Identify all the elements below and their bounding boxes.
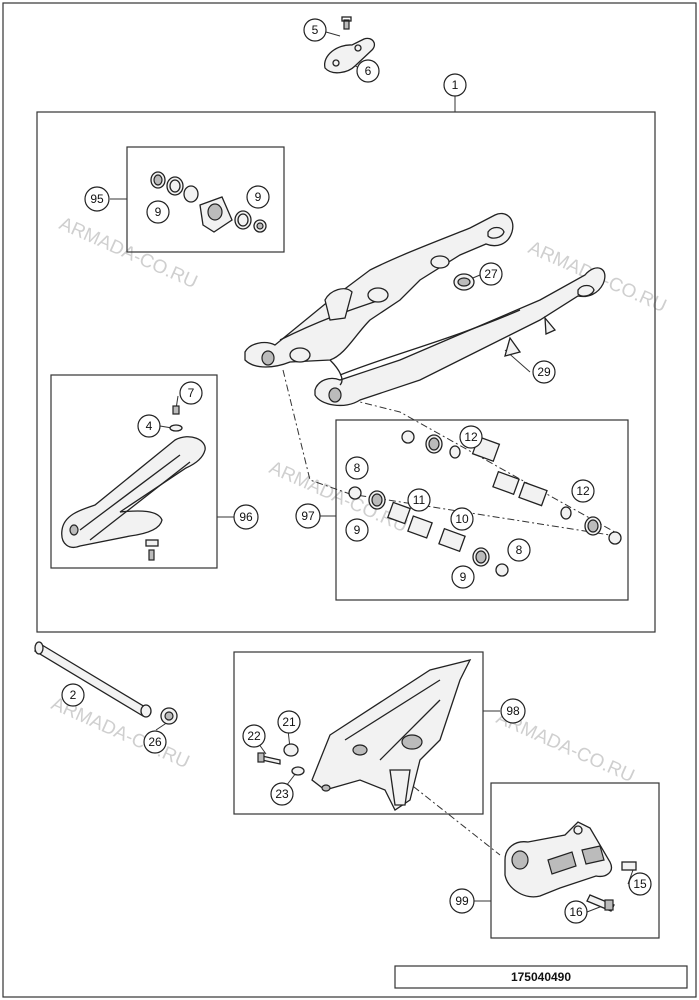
swingarm-group-frame: [36, 111, 656, 633]
callout: 29: [532, 360, 556, 384]
watermark: ARMADA-CO.RU: [266, 457, 411, 537]
callout: 98: [500, 698, 526, 724]
callout: 16: [564, 900, 588, 924]
svg-text:97: 97: [301, 509, 315, 523]
svg-text:1: 1: [452, 78, 459, 92]
swingarm: [244, 212, 606, 407]
callout: 11: [407, 488, 431, 512]
kit-96-frame: [50, 374, 218, 569]
svg-text:4: 4: [146, 419, 153, 433]
document-number-box: [394, 965, 688, 989]
svg-text:6: 6: [365, 64, 372, 78]
callout: 21: [277, 710, 301, 734]
swingarm-axle: [33, 641, 178, 725]
chain-guide-98: [257, 659, 472, 811]
svg-text:26: 26: [148, 735, 162, 749]
callout: 9: [146, 200, 170, 224]
callout: 96: [233, 504, 259, 530]
svg-text:96: 96: [239, 510, 253, 524]
svg-text:22: 22: [247, 729, 261, 743]
svg-text:9: 9: [155, 205, 162, 219]
callout: 4: [137, 414, 161, 438]
kit-98-frame: [233, 651, 484, 815]
callout: 15: [628, 872, 652, 896]
svg-text:15: 15: [633, 877, 647, 891]
svg-text:99: 99: [455, 894, 469, 908]
svg-text:9: 9: [460, 570, 467, 584]
svg-text:2: 2: [70, 688, 77, 702]
svg-text:27: 27: [484, 267, 498, 281]
callout: 9: [451, 565, 475, 589]
svg-text:8: 8: [516, 543, 523, 557]
bearing-kit-97-parts: [348, 430, 622, 577]
kit-97-frame: [335, 419, 629, 601]
bearing-kit-95-parts: [150, 171, 267, 233]
svg-text:8: 8: [354, 461, 361, 475]
callout: 12: [571, 479, 595, 503]
callout: 27: [479, 262, 503, 286]
callout: 8: [507, 538, 531, 562]
chain-slider-96: [61, 405, 206, 561]
svg-text:11: 11: [413, 493, 426, 507]
svg-text:29: 29: [537, 365, 551, 379]
callout: 12: [459, 425, 483, 449]
svg-text:9: 9: [255, 190, 262, 204]
callout: 5: [303, 18, 327, 42]
callout: 97: [295, 503, 321, 529]
callout: 7: [179, 381, 203, 405]
svg-text:9: 9: [354, 523, 361, 537]
svg-text:5: 5: [312, 23, 319, 37]
kit-99-frame: [490, 782, 660, 939]
chain-guide-99: [504, 821, 637, 912]
callout: 2: [61, 683, 85, 707]
chain-guide-clamp: [324, 16, 376, 74]
callout: 1: [443, 73, 467, 97]
svg-text:95: 95: [90, 192, 104, 206]
svg-text:10: 10: [455, 512, 469, 526]
callout: 22: [242, 724, 266, 748]
watermark: ARMADA-CO.RU: [56, 213, 201, 293]
svg-text:21: 21: [282, 715, 296, 729]
callout: 8: [345, 456, 369, 480]
callout: 95: [84, 186, 110, 212]
svg-text:23: 23: [275, 787, 289, 801]
document-number: 175040490: [511, 970, 571, 984]
callout: 9: [345, 518, 369, 542]
svg-text:98: 98: [506, 704, 520, 718]
svg-text:12: 12: [464, 430, 478, 444]
callout: 9: [246, 185, 270, 209]
callout: 10: [450, 507, 474, 531]
callout: 23: [270, 782, 294, 806]
svg-text:7: 7: [188, 386, 195, 400]
callout: 6: [356, 59, 380, 83]
svg-text:12: 12: [576, 484, 590, 498]
callout: 26: [143, 730, 167, 754]
cap-27: [453, 273, 475, 291]
svg-text:16: 16: [569, 905, 583, 919]
callout: 99: [449, 888, 475, 914]
